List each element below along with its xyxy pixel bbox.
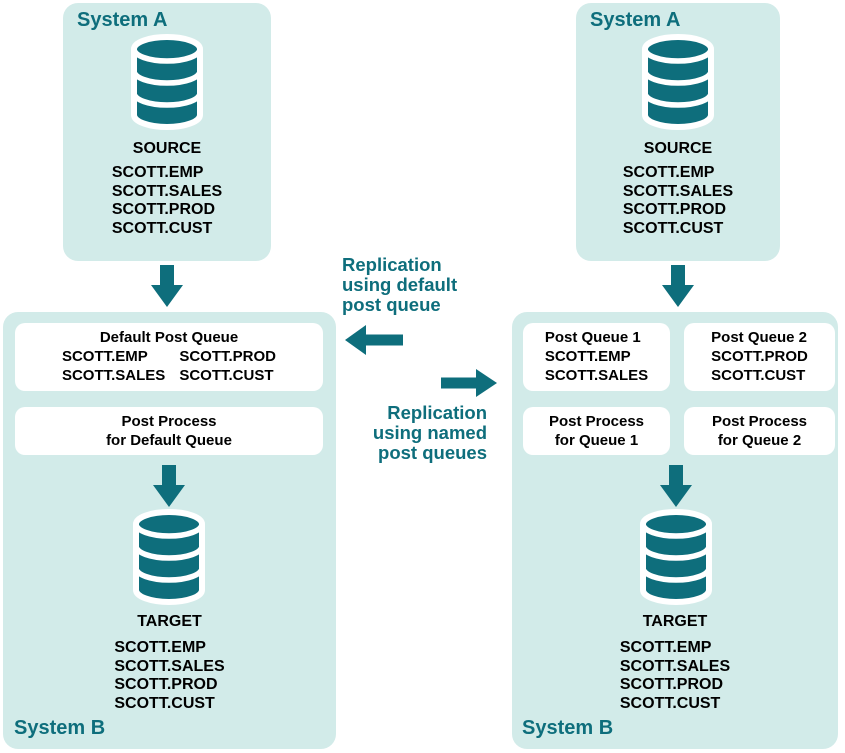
queue-box-title: Default Post Queue (99, 329, 239, 346)
target-table-list-left: SCOTT.EMP SCOTT.SALES SCOTT.PROD SCOTT.C… (3, 639, 336, 713)
source-label: SOURCE (132, 140, 202, 157)
table-name: SCOTT.SALES (111, 182, 223, 200)
table-name: SCOTT.PROD (179, 348, 277, 365)
table-name: SCOTT.CUST (711, 367, 806, 384)
replication-default-label: Replication using default post queue (342, 255, 457, 315)
source-label: SOURCE (643, 140, 713, 157)
database-icon (131, 34, 203, 130)
table-name: SCOTT.PROD (622, 201, 726, 218)
panel-system-a-right: System A SOURCE SCOTT.EMP SCOTT.SALES SC… (576, 3, 780, 261)
system-a-right-title: System A (590, 9, 681, 31)
table-name: SCOTT.PROD (111, 201, 215, 218)
table-name: SCOTT.CUST (114, 694, 215, 712)
label-line: Replication (387, 402, 487, 423)
table-name: SCOTT.SALES (61, 367, 166, 384)
panel-system-b-left: Default Post Queue SCOTT.EMP SCOTT.SALES… (3, 312, 336, 749)
target-label: TARGET (137, 613, 202, 630)
replication-named-label: Replication using named post queues (317, 403, 487, 463)
table-name: SCOTT.EMP (622, 164, 715, 181)
arrow-down-icon (153, 465, 185, 507)
panel-system-b-right: Post Queue 1 SCOTT.EMP SCOTT.SALES Post … (512, 312, 838, 749)
process-box-line: Post Process (121, 413, 217, 430)
arrow-down-icon (662, 265, 694, 307)
arrow-down-icon (151, 265, 183, 307)
table-name: SCOTT.PROD (619, 676, 723, 693)
process-box-line: for Default Queue (106, 432, 232, 449)
source-table-list-left: SCOTT.EMP SCOTT.SALES SCOTT.PROD SCOTT.C… (63, 164, 271, 238)
arrow-down-icon (660, 465, 692, 507)
system-a-left-title: System A (77, 9, 168, 31)
process-box-line: Post Process (548, 413, 645, 430)
queue-box-title: Post Queue 2 (711, 329, 808, 346)
system-b-right-title: System B (522, 717, 614, 739)
database-icon (133, 509, 205, 605)
process-box-line: for Queue 1 (554, 432, 639, 449)
table-name: SCOTT.EMP (61, 348, 148, 365)
queue-box-title: Post Queue 1 (544, 329, 641, 346)
table-name: SCOTT.CUST (179, 367, 274, 384)
label-line: post queues (378, 442, 487, 463)
target-table-list-right: SCOTT.EMP SCOTT.SALES SCOTT.PROD SCOTT.C… (512, 639, 838, 713)
post-queue-2-box: Post Queue 2 SCOTT.PROD SCOTT.CUST (684, 323, 835, 391)
default-post-process-box: Post Process for Default Queue (15, 407, 323, 455)
database-icon (640, 509, 712, 605)
post-process-1-box: Post Process for Queue 1 (523, 407, 670, 455)
label-line: post queue (342, 294, 441, 315)
post-process-2-box: Post Process for Queue 2 (684, 407, 835, 455)
label-line: using named (372, 422, 487, 443)
source-table-list-right: SCOTT.EMP SCOTT.SALES SCOTT.PROD SCOTT.C… (576, 164, 780, 238)
system-b-left-title: System B (14, 717, 106, 739)
table-name: SCOTT.SALES (544, 367, 649, 384)
queue-box-tables: SCOTT.EMP SCOTT.SALES SCOTT.PROD SCOTT.C… (15, 347, 323, 385)
table-name: SCOTT.EMP (111, 164, 204, 181)
table-name: SCOTT.SALES (619, 657, 731, 675)
table-name: SCOTT.SALES (114, 657, 225, 675)
label-line: using default (342, 274, 458, 295)
table-name: SCOTT.EMP (114, 639, 206, 656)
post-queue-1-box: Post Queue 1 SCOTT.EMP SCOTT.SALES (523, 323, 670, 391)
table-name: SCOTT.CUST (111, 219, 213, 237)
table-name: SCOTT.EMP (544, 348, 631, 365)
process-box-line: Post Process (711, 413, 808, 430)
arrow-left-icon (345, 325, 403, 355)
default-post-queue-box: Default Post Queue SCOTT.EMP SCOTT.SALES… (15, 323, 323, 391)
label-line: Replication (342, 254, 442, 275)
table-name: SCOTT.PROD (114, 676, 218, 693)
arrow-right-icon (441, 369, 497, 397)
database-icon (642, 34, 714, 130)
table-name: SCOTT.CUST (622, 219, 724, 237)
process-box-line: for Queue 2 (717, 432, 802, 449)
target-label: TARGET (642, 613, 708, 630)
table-name: SCOTT.SALES (622, 182, 734, 200)
table-name: SCOTT.PROD (711, 348, 808, 365)
panel-system-a-left: System A SOURCE SCOTT.EMP SCOTT.SALES SC… (63, 3, 271, 261)
table-name: SCOTT.CUST (619, 694, 721, 712)
table-name: SCOTT.EMP (619, 639, 712, 656)
